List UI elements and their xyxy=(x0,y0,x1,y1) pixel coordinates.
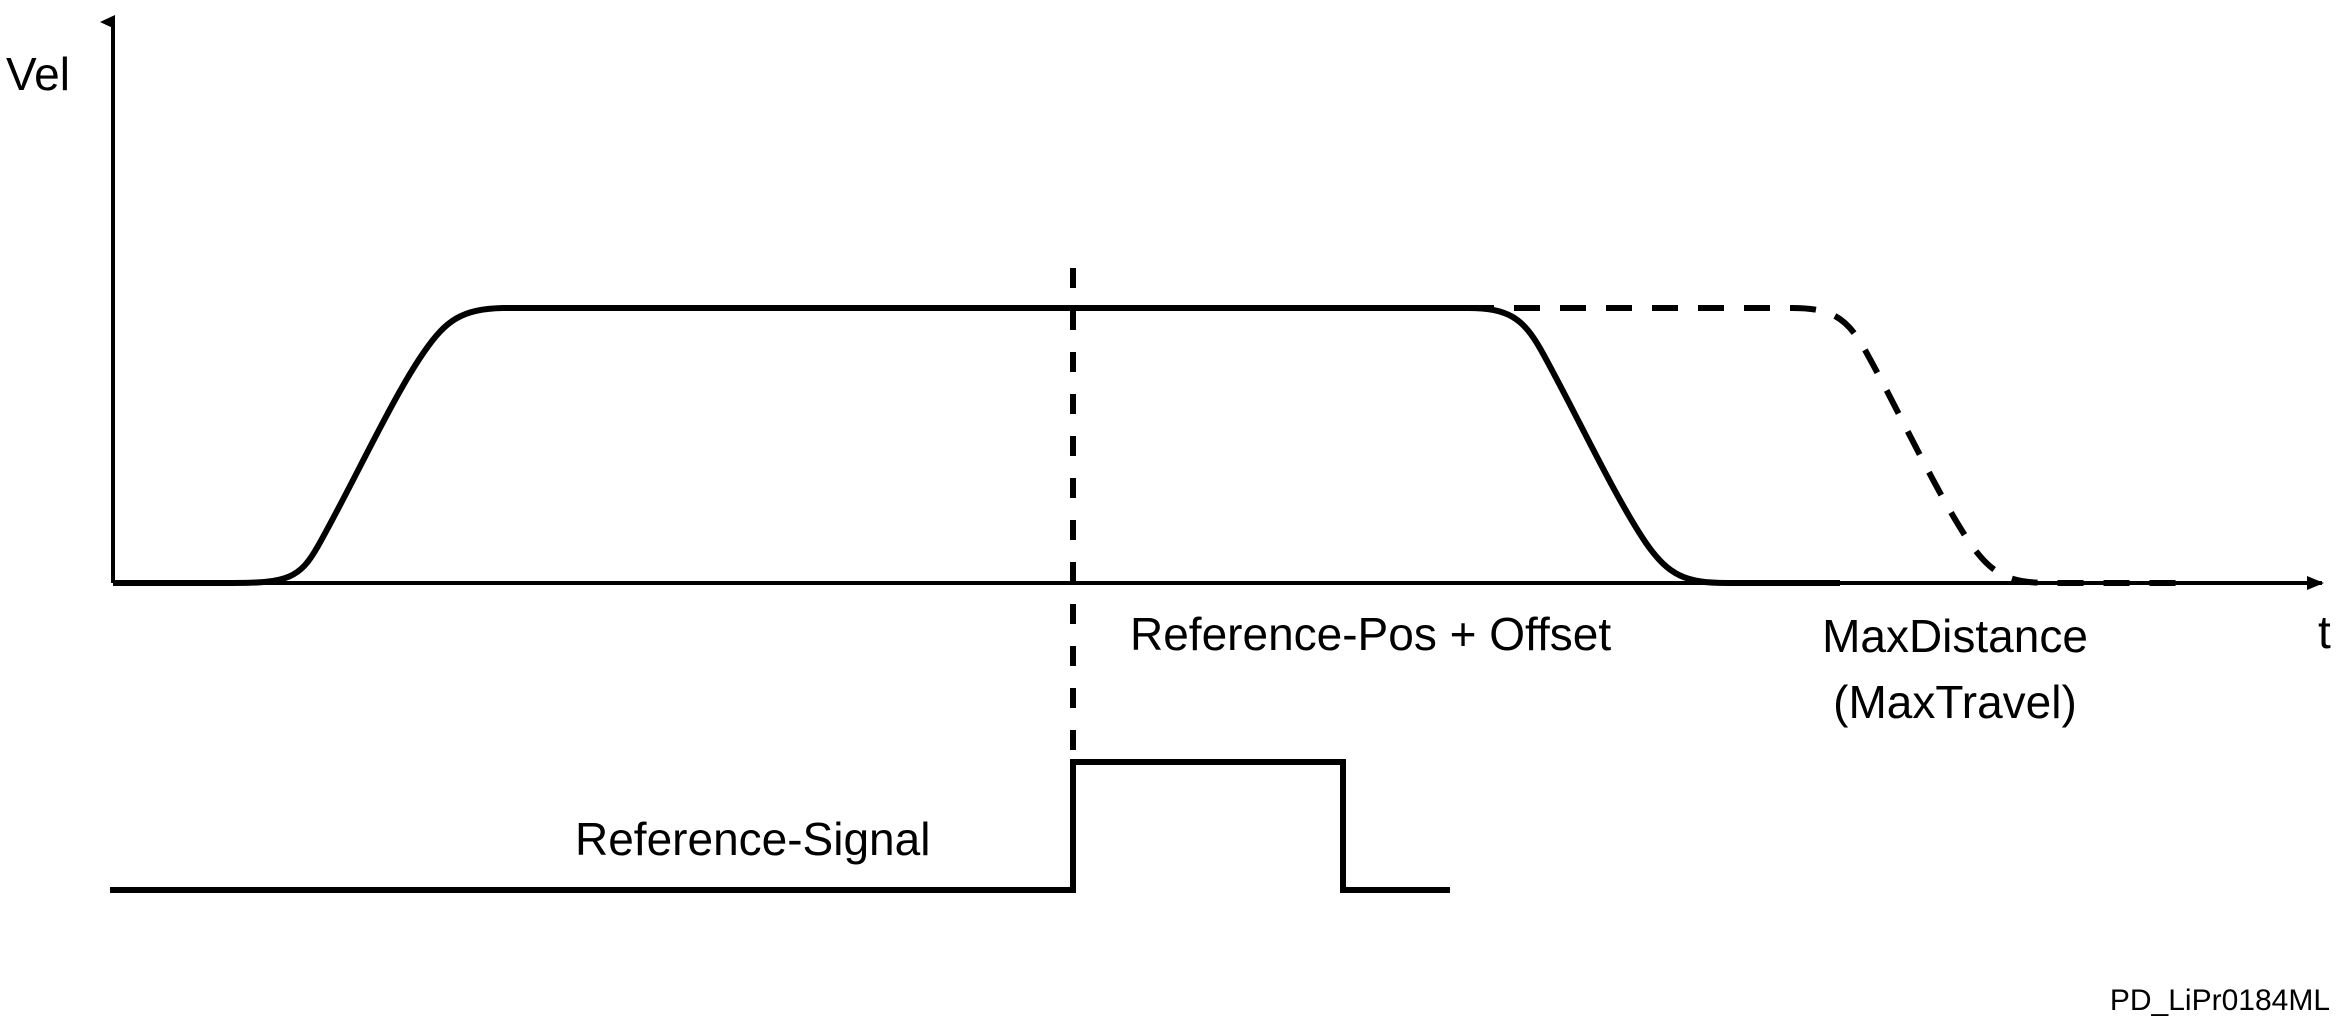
x-axis-label: t xyxy=(2318,606,2331,658)
label-reference-pos-offset: Reference-Pos + Offset xyxy=(1130,608,1611,660)
velocity-curve-solid xyxy=(113,305,1840,586)
y-axis-label: Vel xyxy=(6,48,70,100)
velocity-curve-dashed xyxy=(1468,305,2176,586)
label-max-travel: (MaxTravel) xyxy=(1833,676,2077,728)
reference-signal-waveform xyxy=(110,759,1450,893)
figure-code-label: PD_LiPr0184ML xyxy=(2110,984,2330,1017)
label-reference-signal: Reference-Signal xyxy=(575,813,930,865)
label-max-distance: MaxDistance xyxy=(1822,610,2088,662)
